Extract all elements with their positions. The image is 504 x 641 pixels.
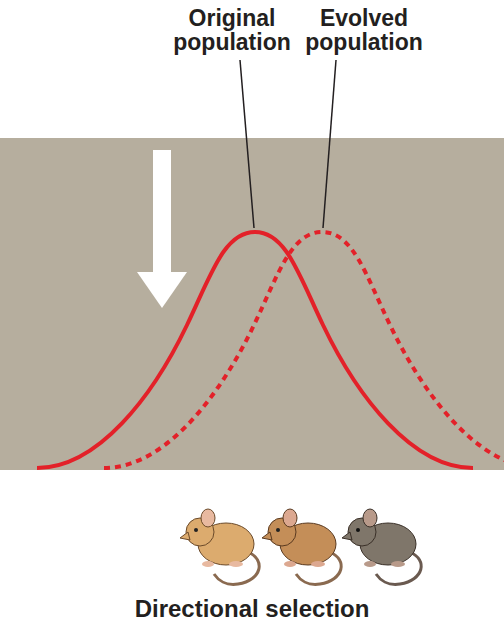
leader-line (240, 60, 254, 228)
dark-mouse (342, 509, 421, 584)
curve-label: Original population (166, 6, 298, 54)
selection-arrow (137, 150, 187, 308)
leader-line (323, 60, 336, 228)
curve-label: Evolved population (298, 6, 430, 54)
background-band (0, 138, 504, 470)
light-mouse (180, 509, 259, 584)
caption: Directional selection (52, 596, 452, 621)
medium-mouse (262, 509, 341, 584)
original-curve (37, 232, 473, 468)
